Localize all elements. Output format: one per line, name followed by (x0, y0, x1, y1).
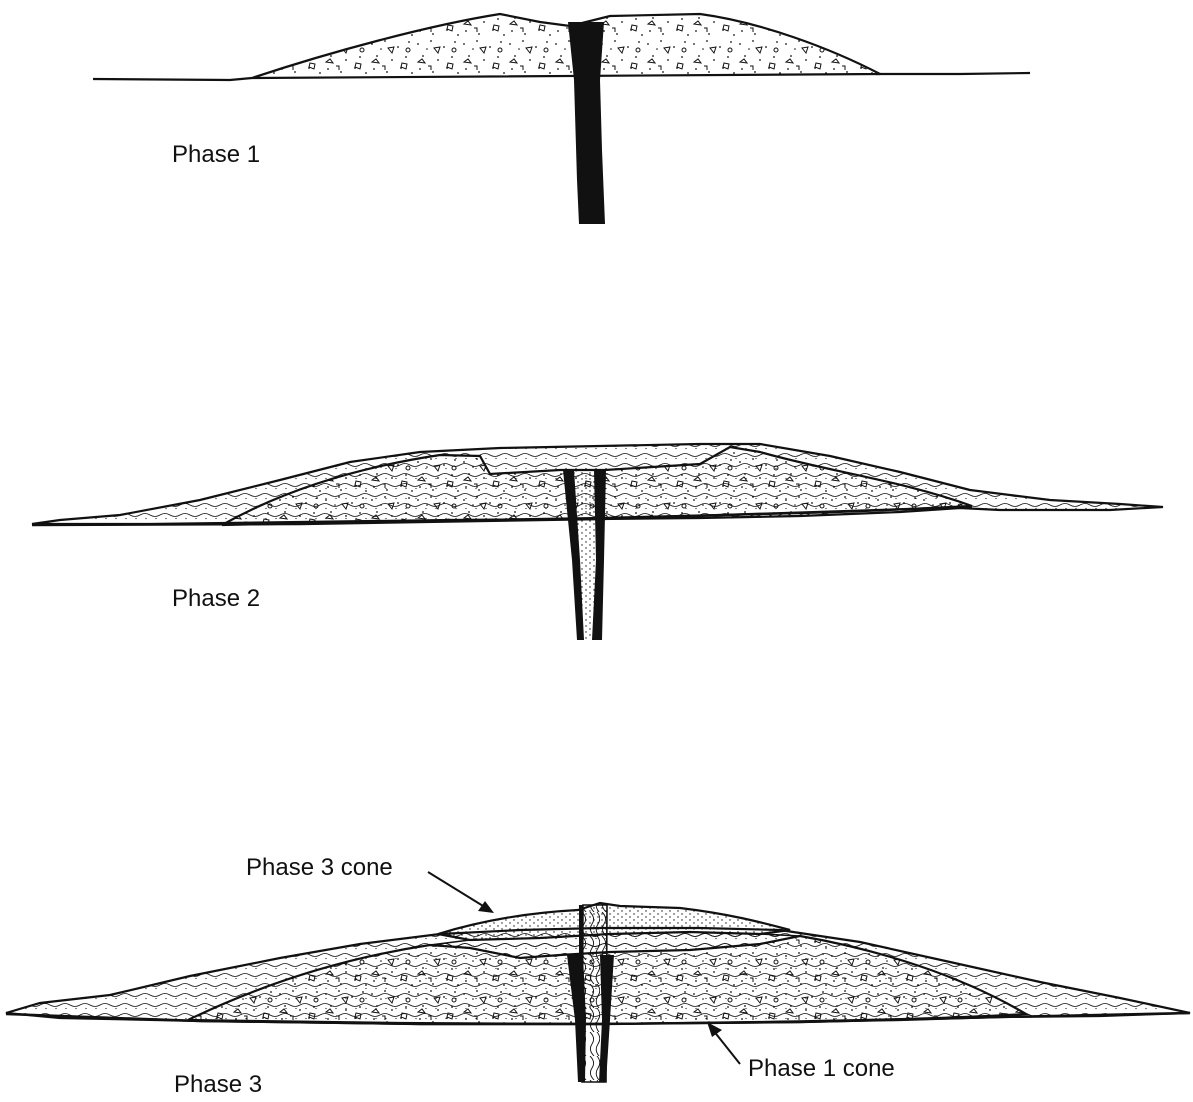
phase-2-label: Phase 2 (172, 587, 260, 611)
phase-1-conduit (568, 22, 605, 224)
phase-3-section (6, 872, 1190, 1082)
phase-1-cone (252, 14, 880, 78)
phase-1-section (93, 14, 1030, 224)
phase-1-ground-line-right (876, 73, 1030, 74)
phase-3-label: Phase 3 (174, 1073, 262, 1097)
phase-1-cone-annotation: Phase 1 cone (748, 1057, 895, 1081)
phase-1-ground-line (93, 78, 252, 80)
phase-3-conduit-top-left (579, 905, 583, 956)
phase-1-label: Phase 1 (172, 143, 260, 167)
phase-1-cone-arrow (707, 1022, 740, 1064)
phase-3-cone-annotation: Phase 3 cone (246, 856, 393, 880)
phase-3-cone-arrow (428, 872, 494, 913)
